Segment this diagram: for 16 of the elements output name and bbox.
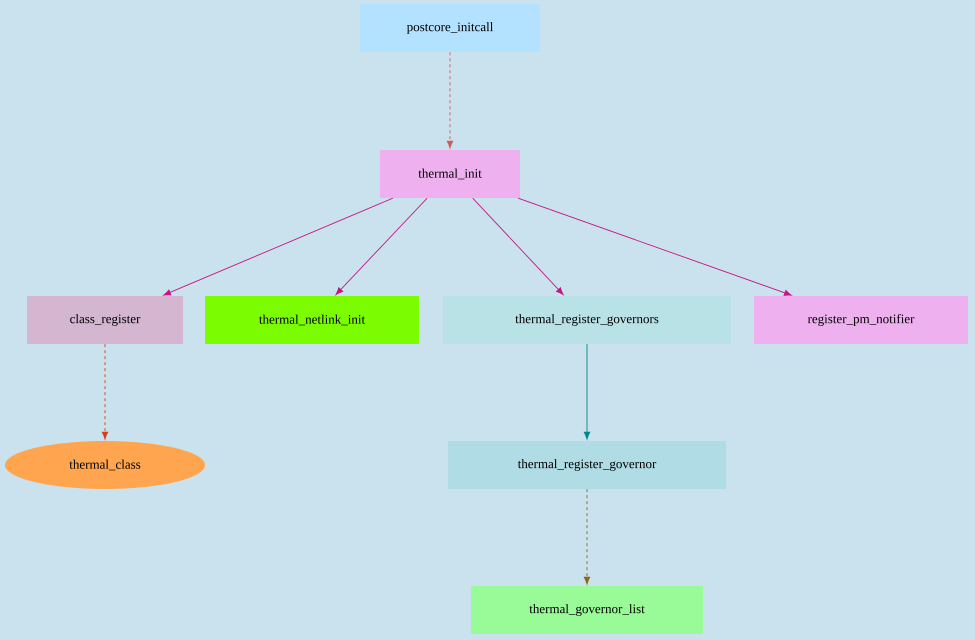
function-box: thermal_init [380,150,520,198]
arrow [518,198,792,296]
arrow [163,198,394,296]
data-box: thermal_governor_list [471,586,703,634]
arrow [472,198,564,295]
function-box: postcore_initcall [360,4,540,52]
function-box: class_register [27,296,183,344]
arrow [336,198,428,295]
arrow [584,344,590,440]
function-box: register_pm_notifier [754,296,968,344]
arrow [584,488,590,584]
function-box: thermal_register_governors [443,296,731,344]
arrow [102,344,108,440]
function-box: thermal_netlink_init [205,296,419,344]
function-box: thermal_register_governor [448,441,726,489]
arrow [446,52,454,148]
